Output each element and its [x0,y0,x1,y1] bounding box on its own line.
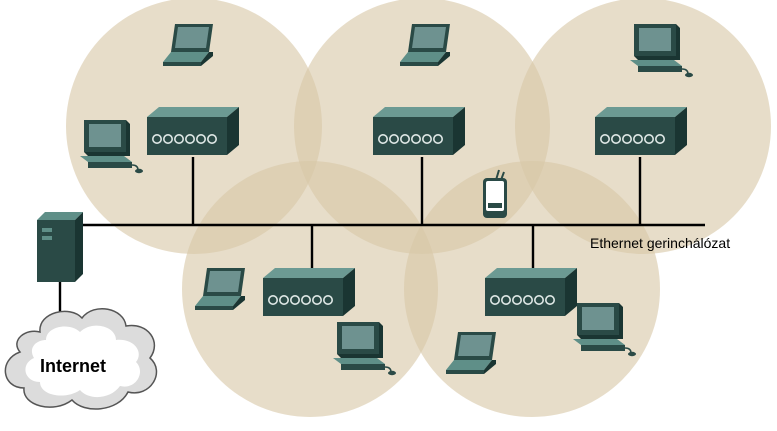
pda-icon [483,169,507,218]
access-point-icon [594,106,688,156]
internet-cloud-icon [4,308,158,410]
internet-label: Internet [40,356,106,376]
backbone [58,157,705,320]
backbone-label: Ethernet gerinchálózat [590,235,730,251]
access-point-icon [372,106,466,156]
server-icon [37,212,83,282]
access-point-icon [146,106,240,156]
access-point-icon [484,267,578,317]
access-point-icon [262,267,356,317]
